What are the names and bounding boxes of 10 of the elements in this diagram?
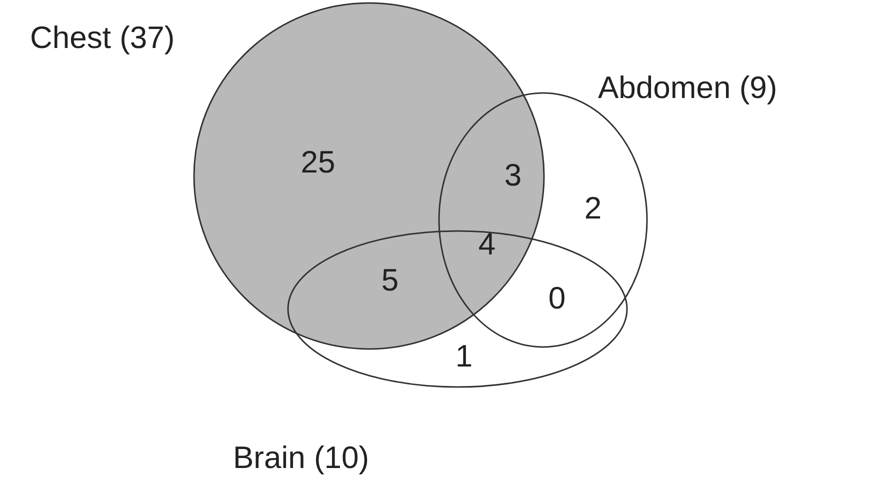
set-label: Abdomen (9) [598, 72, 778, 103]
count-label: 1 [455, 340, 473, 372]
count-label: 4 [478, 228, 496, 260]
set-label: Brain (10) [233, 442, 370, 473]
count-label: 5 [381, 264, 399, 296]
count-label: 2 [584, 192, 602, 224]
set-label: Chest (37) [30, 22, 175, 53]
count-label: 0 [548, 282, 566, 314]
count-label: 25 [300, 146, 336, 178]
count-label: 3 [504, 160, 522, 190]
